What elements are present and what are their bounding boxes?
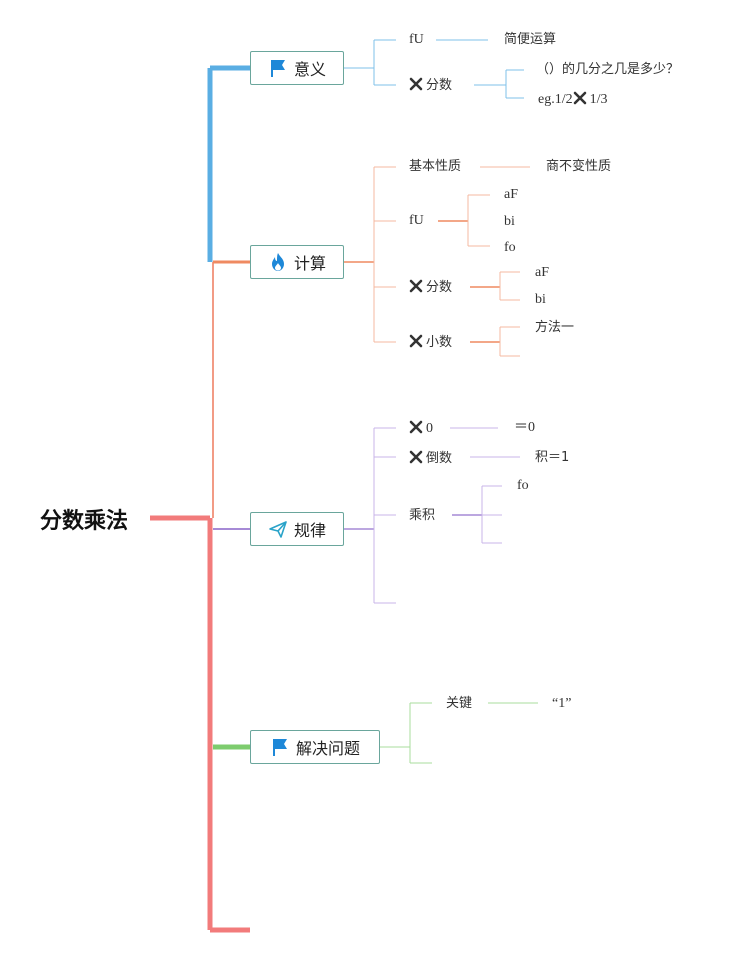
branch-calculation-label: 计算 [293,254,326,273]
topic-times-reciprocal[interactable]: 倒数 [409,450,452,467]
branch-meaning[interactable]: 意义 [250,51,344,85]
topic-fraction-question[interactable]: （）的几分之几是多少？ [536,62,680,77]
branch-problem-solving[interactable]: 解决问题 [250,730,380,764]
topic-equals-zero[interactable]: ＝0 [514,420,535,435]
topic-product[interactable]: 乘积 [409,508,436,523]
branch-rules[interactable]: 规律 [250,512,344,546]
topic-times-decimal[interactable]: 小数 [409,334,452,351]
topic-fo-rules[interactable]: fo [517,478,529,493]
multiply-icon [409,450,423,464]
branch-meaning-label: 意义 [293,60,326,79]
topic-bi-2[interactable]: bi [535,292,546,307]
branch-calculation[interactable]: 计算 [250,245,344,279]
multiply-icon [409,334,423,348]
topic-quotient-invariance[interactable]: 商不变性质 [546,159,612,174]
topic-basic-property[interactable]: 基本性质 [409,159,462,174]
topic-times-fraction[interactable]: 分数 [409,279,452,296]
multiply-icon [573,91,587,105]
topic-method-one[interactable]: 方法一 [535,320,575,335]
multiply-icon [409,77,423,91]
topic-fu[interactable]: fU [409,32,424,47]
topic-times-zero[interactable]: 0 [409,420,433,437]
multiply-icon [409,420,423,434]
flag-icon [270,60,285,77]
topic-af[interactable]: aF [504,187,518,202]
topic-product-equals-one[interactable]: 积＝1 [535,450,570,465]
topic-af-2[interactable]: aF [535,265,549,280]
branch-problem-solving-label: 解决问题 [295,739,360,758]
topic-fo[interactable]: fo [504,240,516,255]
paper-plane-icon [269,521,287,538]
topic-simple-calculation[interactable]: 简便运算 [504,32,557,47]
root-topic[interactable]: 分数乘法 [40,509,129,534]
topic-unit-one[interactable]: “1” [552,696,572,711]
multiply-icon [409,279,423,293]
topic-key[interactable]: 关键 [446,696,473,711]
topic-fu-calc[interactable]: fU [409,213,424,228]
branch-rules-label: 规律 [293,521,326,540]
topic-fraction-times[interactable]: 分数 [409,77,452,94]
topic-bi[interactable]: bi [504,214,515,229]
fire-icon [271,253,284,271]
flag-icon [272,739,287,756]
